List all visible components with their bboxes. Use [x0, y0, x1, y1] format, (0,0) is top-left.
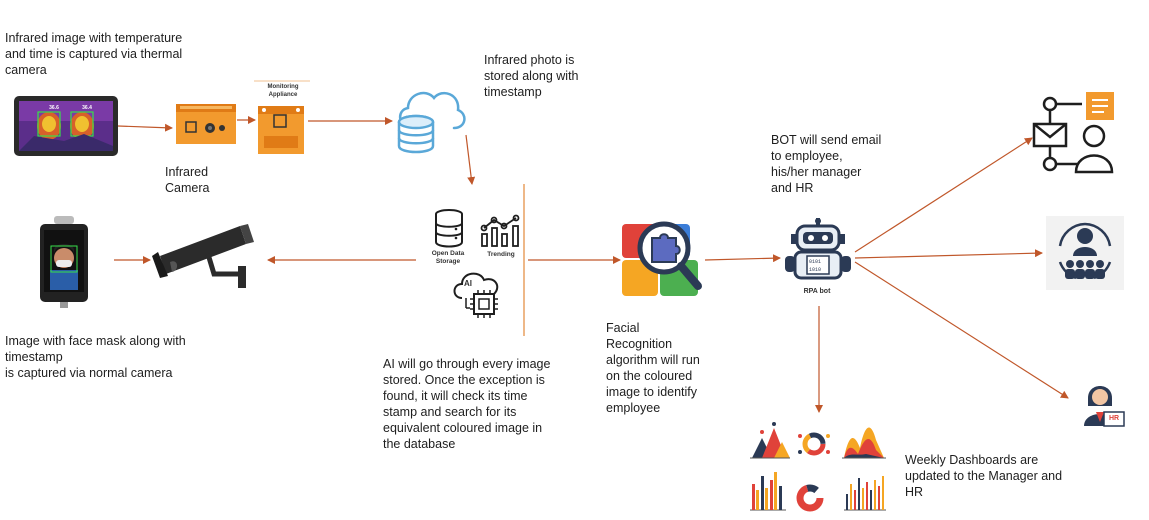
ai-label: AI [464, 279, 472, 288]
trending-label: Trending [487, 251, 515, 258]
open-data-storage-label: Open Data Storage [431, 250, 465, 265]
arrow-facial-to-bot [704, 254, 781, 263]
photo-stored-text: Infrared photo is stored along with time… [484, 53, 579, 99]
thermal-temp-1: 36.6 [49, 105, 59, 111]
infrared-capture-text: Infrared image with temperature and time… [5, 31, 183, 77]
thermal-tablet-icon [14, 96, 118, 156]
dashboards-text: Weekly Dashboards are updated to the Man… [905, 453, 1063, 499]
face-scanner-icon [40, 216, 88, 308]
face-mask-text: Image with face mask along with timestam… [5, 334, 186, 380]
svg-text:0101: 0101 [809, 259, 821, 265]
thermal-temp-2: 36.4 [82, 105, 92, 111]
facial-recognition-icon [622, 221, 702, 296]
arrow-cloud-to-ai [465, 134, 476, 185]
cloud-database-icon [397, 91, 466, 154]
hr-person-icon [1084, 386, 1125, 427]
ai-chip-icon [453, 272, 499, 318]
svg-text:1010: 1010 [809, 267, 821, 273]
infrared-camera-icon [176, 104, 236, 144]
bot-email-text: BOT will send email to employee, his/her… [771, 133, 882, 195]
rpa-bot-label: RPA bot [803, 288, 831, 295]
hr-badge: HR [1108, 415, 1120, 422]
monitoring-appliance-icon [254, 80, 310, 154]
cctv-camera-icon [152, 224, 254, 288]
monitoring-appliance-label: Monitoring Appliance [267, 84, 299, 98]
ai-description-text: AI will go through every image stored. O… [383, 357, 551, 451]
infrared-camera-label: Infrared Camera [165, 165, 210, 195]
email-workflow-icon [1032, 92, 1114, 174]
arrow-bot-to-hr [854, 261, 1069, 399]
arrow-bot-to-email [854, 137, 1033, 253]
open-data-storage-icon [435, 209, 463, 248]
arrow-bot-to-team [854, 249, 1043, 259]
trending-icon [480, 214, 520, 247]
rpa-bot-icon: 0101 1010 [785, 218, 851, 280]
arrow-tablet-to-camera [117, 123, 173, 132]
facial-recognition-text: Facial Recognition algorithm will run on… [606, 321, 700, 415]
dashboard-charts-icon [750, 422, 886, 512]
team-meeting-icon [1046, 216, 1124, 290]
